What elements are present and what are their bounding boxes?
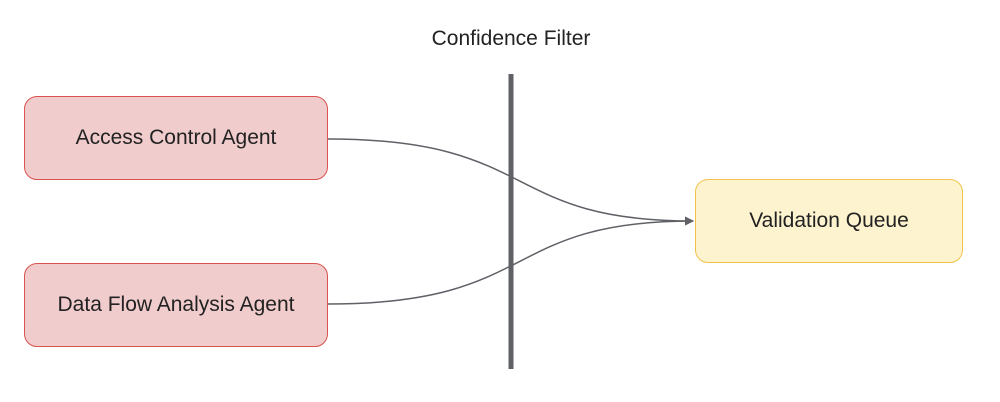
access-control-agent-node[interactable]: Access Control Agent <box>24 96 328 180</box>
validation-queue-label: Validation Queue <box>749 209 909 232</box>
access-control-agent-label: Access Control Agent <box>75 126 277 149</box>
data-flow-analysis-agent-node[interactable]: Data Flow Analysis Agent <box>24 263 328 347</box>
confidence-filter-label: Confidence Filter <box>431 27 591 50</box>
validation-queue-node[interactable]: Validation Queue <box>695 179 963 263</box>
connector-dataflow-to-queue <box>327 216 694 305</box>
data-flow-analysis-agent-label: Data Flow Analysis Agent <box>57 293 295 316</box>
connector-access-to-queue <box>327 138 694 226</box>
